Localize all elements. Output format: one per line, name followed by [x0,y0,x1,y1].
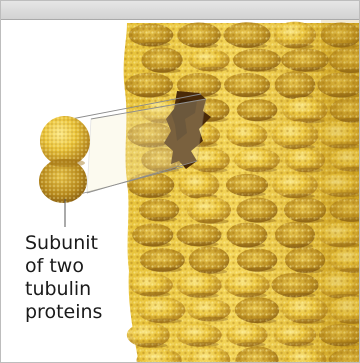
label-line-2: of two [25,255,125,278]
label-line-4: proteins [25,301,125,324]
tubulin-bead-shadow [197,219,228,224]
tubulin-bead-shadow [237,243,266,248]
tubulin-bead-shadow [283,293,316,298]
subunit-label: Subunit of two tubulin proteins [25,232,125,324]
tubulin-bead-shadow [247,267,275,272]
tubulin-bead-shadow [140,292,170,297]
tubulin-bead-shadow [151,267,183,272]
tubulin-bead-shadow [237,342,266,347]
tubulin-bead-shadow [138,193,171,198]
tubulin-bead-shadow [152,68,181,73]
tubulin-bead-shadow [284,342,314,347]
tubulin-bead-shadow [198,317,228,322]
tubulin-bead-shadow [293,319,325,324]
tubulin-bead-shadow [235,43,268,48]
tubulin-bead-shadow [142,242,171,247]
tubulin-bead-shadow [284,44,314,49]
tubulin-bead-shadow [235,93,267,98]
tubulin-bead-shadow [237,142,266,147]
tubulin-bead-shadow [295,168,323,173]
tubulin-bead-shadow [188,43,218,48]
tubulin-bead-shadow [295,268,323,273]
tubulin-bead-shadow [199,67,228,72]
tubulin-bead-shadow [139,42,170,47]
tubulin-bead-shadow [187,342,219,347]
tubulin-bead-shadow [148,318,182,323]
tubulin-bead-shadow [245,318,276,323]
microtubule [124,20,360,363]
tubulin-dimer [39,116,90,203]
tubulin-bead-shadow [245,167,277,172]
tubulin-bead-shadow [187,293,219,298]
tubulin-bead-shadow [247,117,276,122]
tubulin-bead-shadow [235,293,267,298]
label-line-3: tubulin [25,278,125,301]
tubulin-bead-shadow [137,343,167,348]
tubulin-bead-shadow [187,242,218,247]
tubulin-bead-shadow [247,218,276,223]
tubulin-bead-shadow [149,217,177,222]
tubulin-bead-shadow [283,194,315,199]
tubulin-bead-shadow [244,67,277,72]
label-line-1: Subunit [25,232,125,255]
tubulin-bead-shadow [236,192,265,197]
